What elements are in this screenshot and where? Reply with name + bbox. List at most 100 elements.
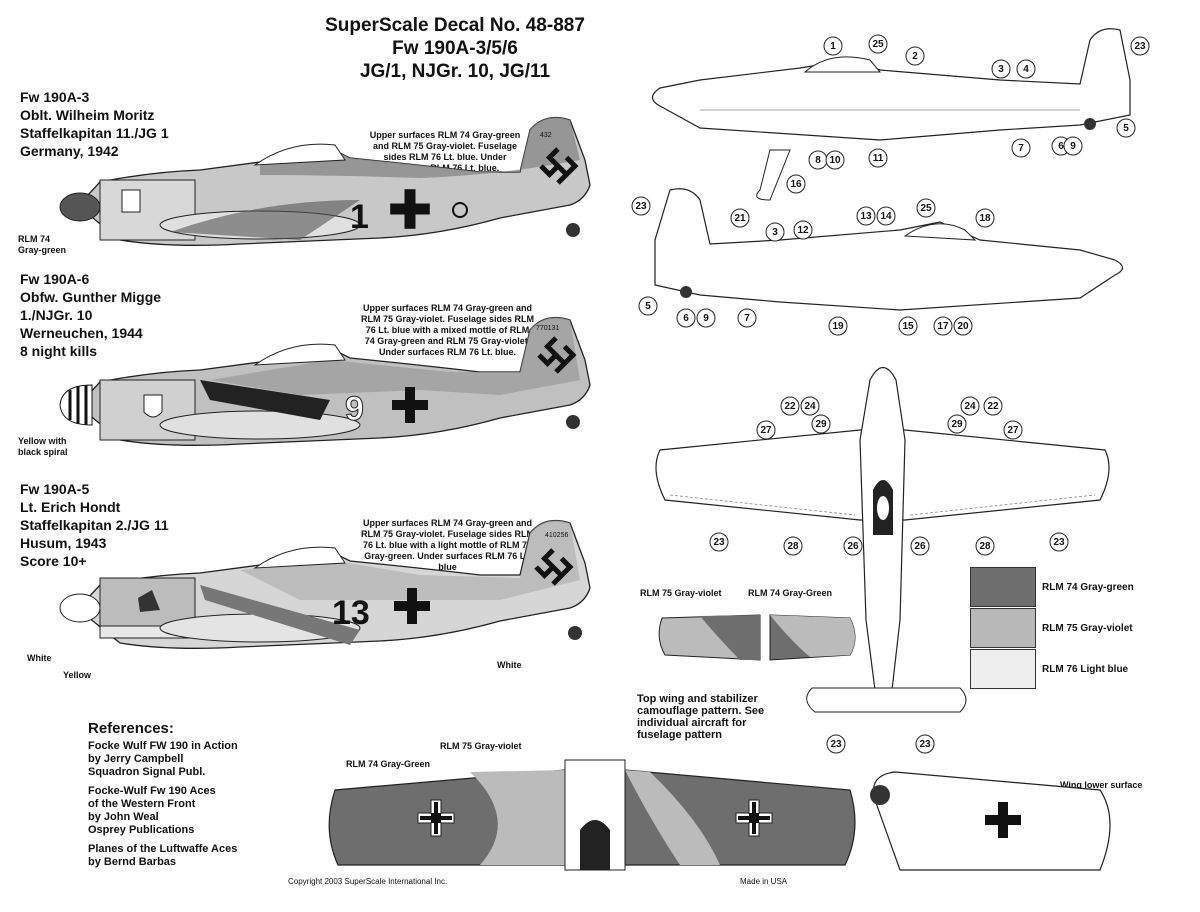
callout-circle (991, 59, 1011, 79)
callout-marker: 22 (780, 396, 800, 416)
callout-circle (696, 308, 716, 328)
callout-number: 22 (987, 401, 999, 412)
decal-header: SuperScale Decal No. 48-887 Fw 190A-3/5/… (290, 14, 620, 83)
callout-number: 23 (1053, 537, 1065, 548)
callout-circle (947, 414, 967, 434)
reference-item: Planes of the Luftwaffe Aces by Bernd Ba… (88, 843, 308, 869)
aircraft-2-label: Fw 190A-6 Obfw. Gunther Migge 1./NJGr. 1… (20, 270, 161, 360)
aircraft-2-line: Obfw. Gunther Migge (20, 289, 162, 305)
camouflage-note-line: Top wing and stabilizer (637, 693, 758, 705)
aircraft-2-line: 1./NJGr. 10 (20, 307, 93, 323)
legend-row: RLM 74 Gray-green (970, 567, 1180, 607)
callout-circle (828, 316, 848, 336)
callout-circle (876, 206, 896, 226)
callout-number: 15 (902, 321, 914, 332)
stabilizer-left-label: RLM 75 Gray-violet (640, 588, 722, 598)
callout-number: 20 (957, 321, 969, 332)
callout-circle (709, 532, 729, 552)
legend-label: RLM 75 Gray-violet (1042, 622, 1133, 634)
callout-marker: 9 (696, 308, 716, 328)
callout-circle (786, 174, 806, 194)
callout-circle (825, 150, 845, 170)
outline-bottom-fuselage (654, 188, 1124, 311)
aircraft-2-canopy (253, 343, 346, 366)
callout-circle (1016, 59, 1036, 79)
aircraft-1-label: Fw 190A-3 Oblt. Wilheim Moritz Staffelka… (20, 88, 169, 160)
callout-number: 26 (847, 541, 859, 552)
aircraft-3-profile: 13 410256 (59, 519, 591, 649)
camouflage-note-line: fuselage pattern (637, 729, 722, 741)
callout-marker: 25 (916, 198, 936, 218)
callout-marker: 23 (826, 734, 846, 754)
wing-lower-surface (870, 771, 1111, 871)
aircraft-1-tail-code: 432 (540, 132, 552, 139)
callout-marker: 5 (638, 296, 658, 316)
callout-marker: 2 (905, 46, 925, 66)
aircraft-1-underside (170, 200, 360, 240)
callout-number: 12 (797, 225, 809, 236)
callout-circle (1063, 136, 1083, 156)
aircraft-1-spinner (59, 192, 101, 222)
callout-marker: 10 (825, 150, 845, 170)
callout-circle (960, 396, 980, 416)
outline-top-tail-wheel (1084, 118, 1096, 130)
reference-line: by Jerry Campbell (88, 753, 184, 765)
callout-marker: 27 (1003, 420, 1023, 440)
legend-swatch (970, 567, 1036, 607)
callout-circle (916, 198, 936, 218)
callout-marker: 14 (876, 206, 896, 226)
aircraft-2-profile: 9 770131 (59, 316, 591, 446)
callout-number: 23 (830, 739, 842, 750)
aircraft-1-line: Oblt. Wilheim Moritz (20, 107, 155, 123)
callout-number: 23 (635, 201, 647, 212)
outline-top-canopy (803, 56, 882, 73)
callout-circle (1049, 532, 1069, 552)
callout-number: 13 (860, 211, 872, 222)
references: References: Focke Wulf FW 190 in Action … (88, 720, 308, 869)
callout-number: 23 (713, 537, 725, 548)
reference-line: Focke Wulf FW 190 in Action (88, 740, 238, 752)
callout-circle (1116, 118, 1136, 138)
references-title: References: (88, 720, 174, 737)
reference-item: Focke-Wulf Fw 190 Aces of the Western Fr… (88, 785, 308, 837)
aircraft-3-label: Fw 190A-5 Lt. Erich Hondt Staffelkapitan… (20, 480, 169, 570)
aircraft-2-wing (159, 410, 361, 440)
callout-marker: 16 (786, 174, 806, 194)
stabilizer-camo (658, 614, 856, 661)
legend-row: RLM 75 Gray-violet (970, 608, 1180, 648)
aircraft-3-number: 13 (332, 594, 370, 632)
callout-marker: 5 (1116, 118, 1136, 138)
callout-marker: 9 (1063, 136, 1083, 156)
callout-number: 17 (937, 321, 949, 332)
aircraft-3-mottle (240, 520, 580, 600)
callout-number: 23 (1134, 41, 1146, 52)
aircraft-3-canopy (253, 546, 346, 569)
callout-marker: 25 (868, 34, 888, 54)
callout-number: 29 (951, 419, 963, 430)
aircraft-3-paint-note: Upper surfaces RLM 74 Gray-green and RLM… (360, 518, 535, 572)
callout-marker: 7 (737, 308, 757, 328)
callout-number: 25 (920, 203, 932, 214)
callout-circle (730, 208, 750, 228)
callout-circle (898, 316, 918, 336)
camouflage-note-line: camouflage pattern. See (637, 705, 765, 717)
callout-circle (1130, 36, 1150, 56)
callout-number: 19 (832, 321, 844, 332)
legend-label: RLM 74 Gray-green (1042, 581, 1134, 593)
callout-marker: 21 (730, 208, 750, 228)
callout-marker: 13 (856, 206, 876, 226)
callout-marker: 12 (793, 220, 813, 240)
stabilizer-left-dark (700, 615, 760, 660)
callout-circle (638, 296, 658, 316)
aircraft-1-number: 1 (350, 198, 369, 236)
callout-marker: 24 (960, 396, 980, 416)
reference-line: Focke-Wulf Fw 190 Aces (88, 785, 216, 797)
callout-marker: 27 (756, 420, 776, 440)
callout-circle (983, 396, 1003, 416)
callout-number: 9 (1070, 141, 1076, 152)
plan-wing-leading-edge-right (909, 494, 1096, 516)
callout-number: 25 (872, 39, 884, 50)
aircraft-3-white-nose-label: White (27, 653, 52, 663)
legend-swatch (970, 608, 1036, 648)
